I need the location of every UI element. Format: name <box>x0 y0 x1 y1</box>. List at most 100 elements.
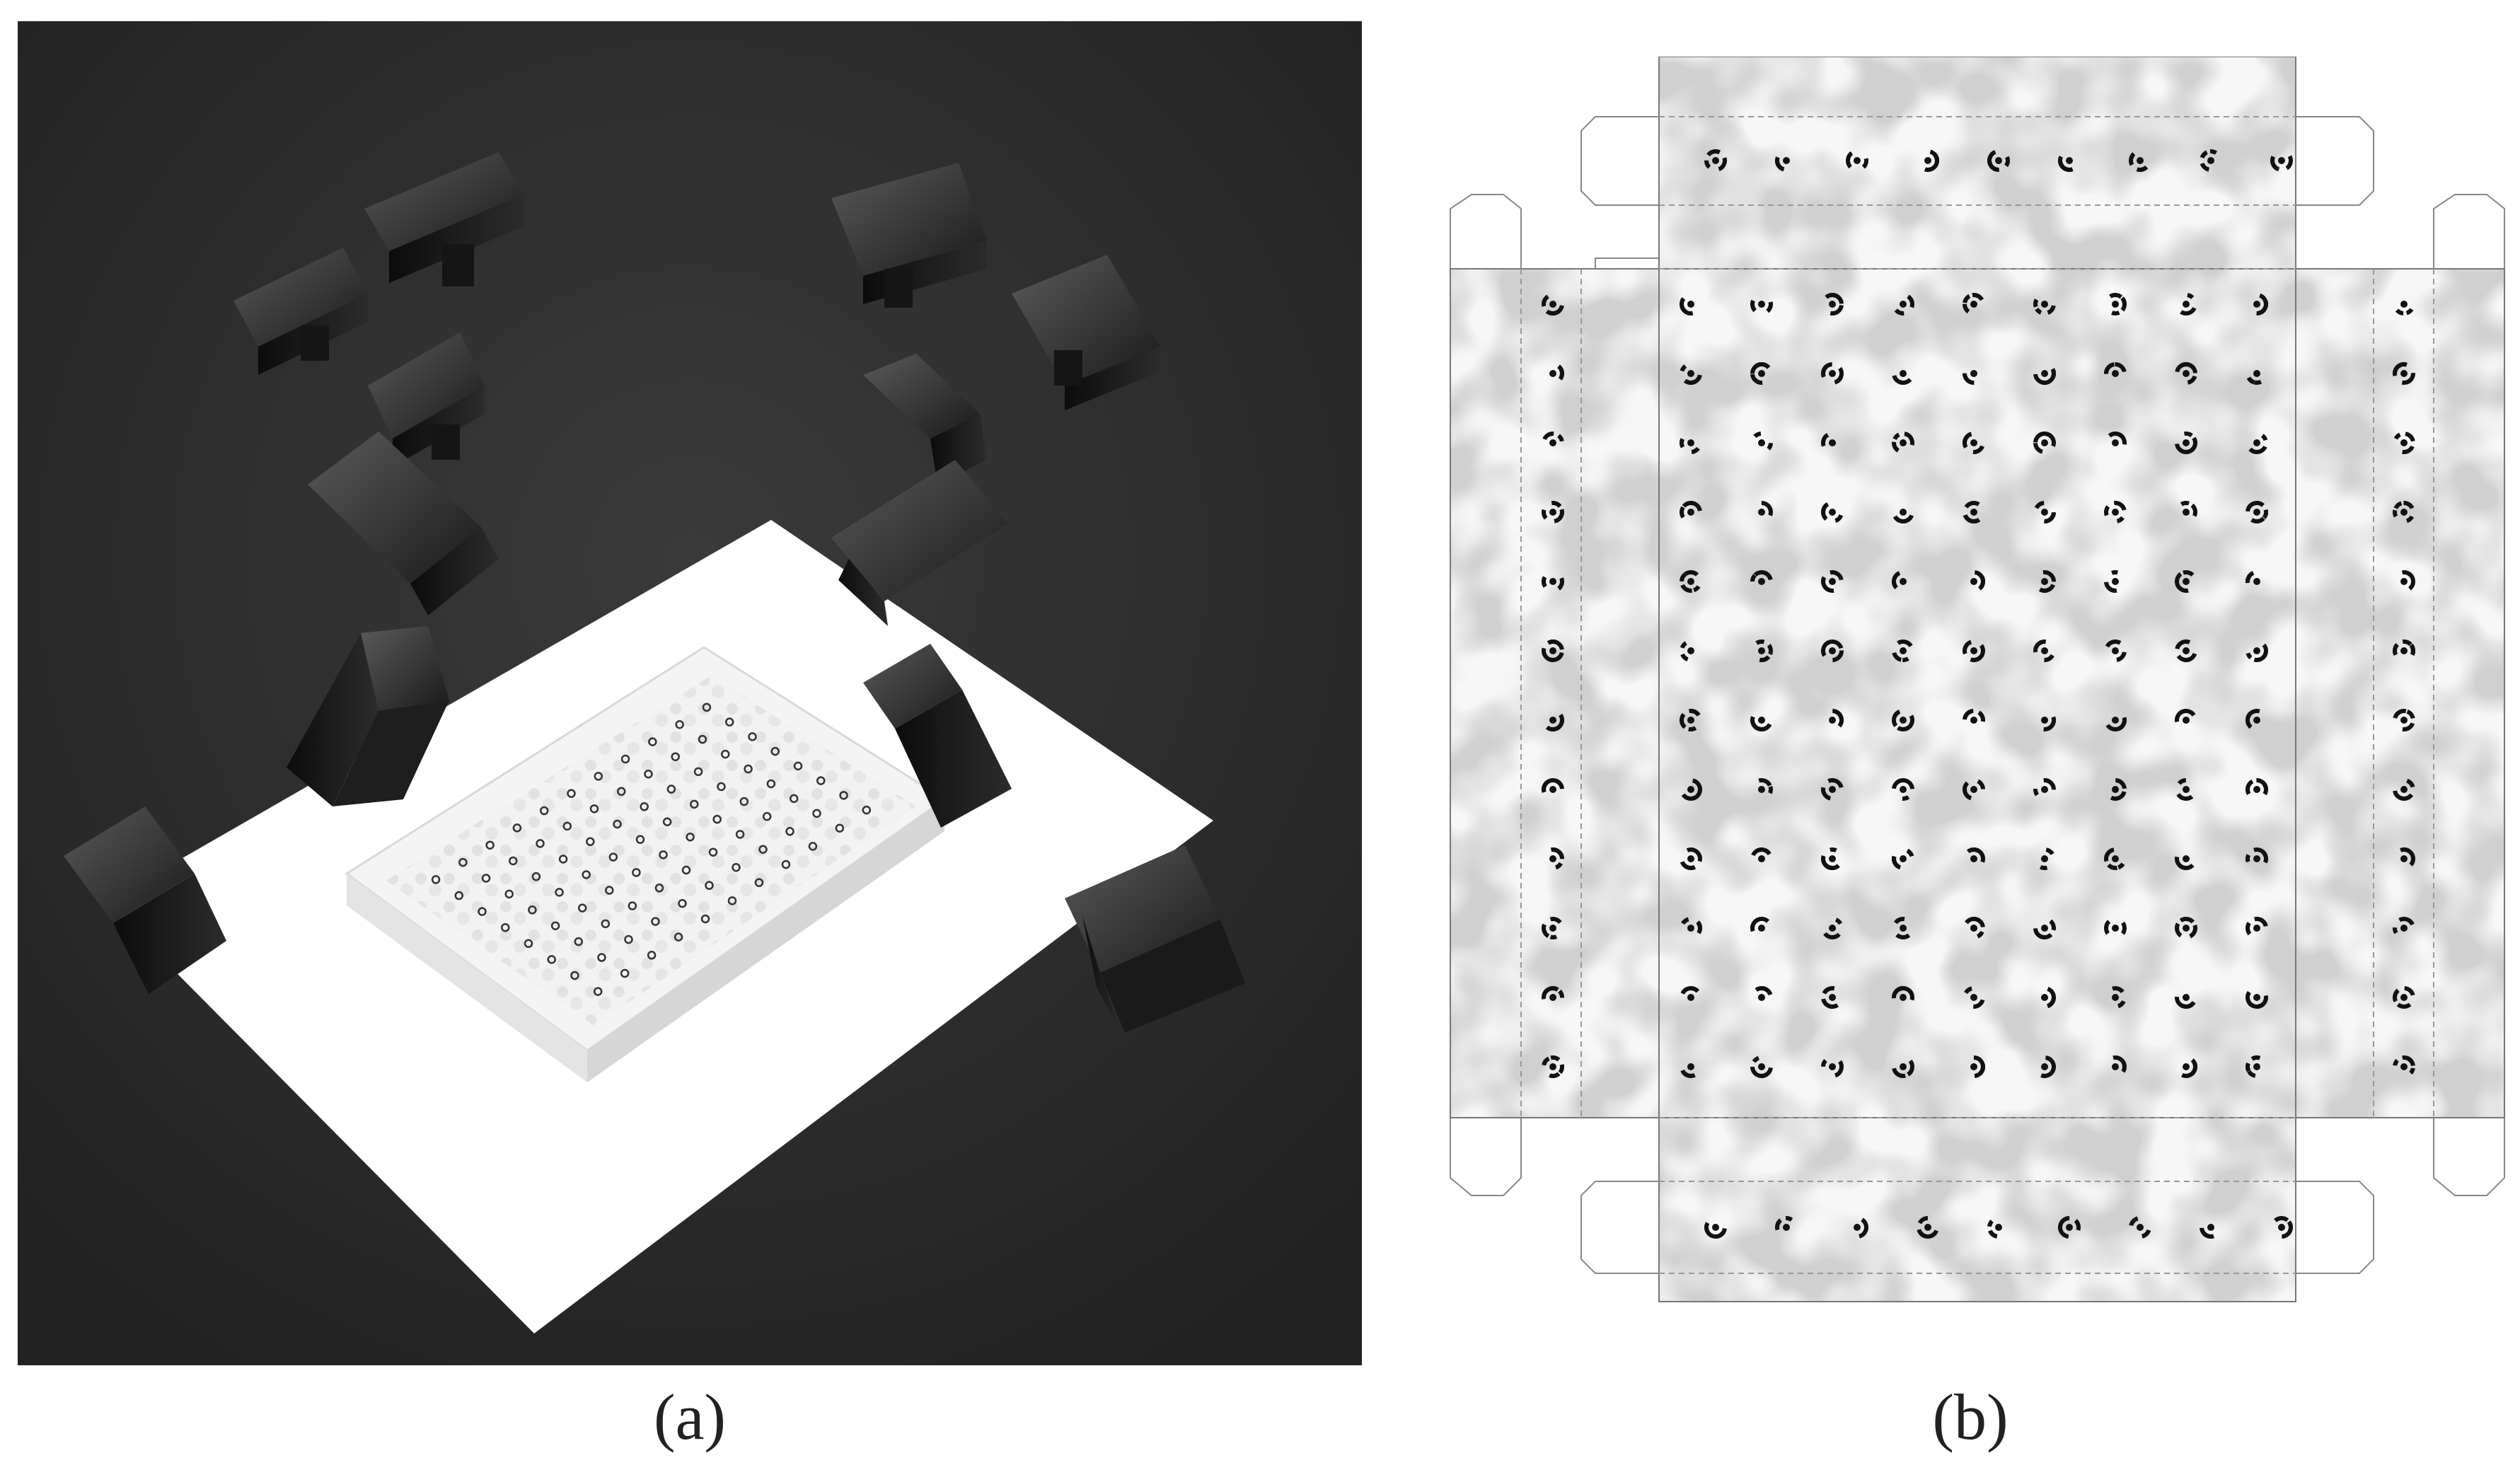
box-marker <box>594 772 603 781</box>
coded-marker <box>2274 1216 2293 1239</box>
coded-marker <box>1917 1216 1938 1239</box>
coded-marker <box>2393 1055 2415 1075</box>
camera-2 <box>233 248 368 375</box>
coded-marker <box>2038 570 2056 593</box>
box-marker <box>574 937 584 946</box>
coded-marker <box>1963 432 1984 454</box>
coded-marker <box>1753 432 1773 451</box>
coded-marker <box>2248 434 2268 454</box>
coded-marker <box>1775 1216 1793 1231</box>
coded-marker <box>1758 778 1773 794</box>
net-texture <box>1450 57 2504 1302</box>
box-marker <box>698 734 707 744</box>
coded-marker <box>2175 570 2195 593</box>
box-marker <box>628 901 637 910</box>
box-marker <box>862 805 872 815</box>
box-marker <box>808 842 818 851</box>
coded-marker <box>2400 847 2415 867</box>
coded-marker <box>1821 502 1844 523</box>
coded-marker <box>1966 847 1985 863</box>
coded-marker <box>2246 778 2268 796</box>
coded-marker <box>2112 986 2126 1009</box>
coded-marker <box>1750 917 1770 932</box>
box-marker <box>671 752 680 761</box>
box-marker <box>721 749 730 759</box>
box-marker <box>793 761 803 771</box>
panel-a-render <box>18 21 1362 1365</box>
box-marker <box>550 921 560 930</box>
coded-marker <box>1680 501 1702 519</box>
coded-marker <box>1750 570 1773 585</box>
box-marker <box>675 720 684 729</box>
coded-marker <box>1970 1055 1985 1078</box>
box-marker <box>501 922 510 932</box>
box-marker <box>766 779 776 789</box>
coded-marker <box>2105 639 2127 662</box>
coded-marker <box>1542 917 1562 939</box>
coded-marker <box>2180 501 2197 517</box>
coded-marker <box>2058 1215 2081 1239</box>
coded-marker <box>2104 570 2119 593</box>
coded-marker <box>2175 709 2196 724</box>
coded-marker <box>1680 986 1700 1001</box>
coded-marker <box>2246 917 2268 936</box>
box-marker <box>536 839 545 848</box>
box-marker <box>674 932 683 942</box>
camera-11 <box>64 806 226 994</box>
box-marker <box>620 754 630 764</box>
camera-6 <box>1012 255 1160 410</box>
coded-marker <box>1825 293 1844 315</box>
box-marker <box>666 785 676 794</box>
box-marker <box>690 799 699 809</box>
box-marker <box>509 856 518 866</box>
box-marker <box>686 832 695 842</box>
coded-marker <box>2393 639 2415 656</box>
box-marker <box>586 837 595 846</box>
coded-marker <box>1892 432 1914 453</box>
box-marker <box>512 823 522 833</box>
box-marker <box>724 717 734 726</box>
camera-12 <box>1065 845 1245 1033</box>
coded-marker <box>2175 432 2197 454</box>
coded-marker <box>1704 1222 1727 1239</box>
coded-marker <box>2104 362 2127 377</box>
box-marker <box>635 835 645 844</box>
camera-4 <box>308 432 499 615</box>
box-marker <box>770 746 780 756</box>
coded-marker <box>2104 501 2127 523</box>
box-marker <box>717 782 726 792</box>
coded-marker <box>1893 917 1911 939</box>
coded-marker <box>2176 778 2194 801</box>
coded-marker <box>2033 639 2054 662</box>
box-marker <box>601 919 611 929</box>
coded-marker <box>1680 847 1702 870</box>
coded-marker <box>1680 570 1701 593</box>
coded-marker <box>1750 1055 1773 1078</box>
coded-marker <box>2246 571 2260 585</box>
box-marker <box>644 770 653 779</box>
box-marker <box>739 797 749 806</box>
coded-marker <box>1963 639 1985 662</box>
coded-marker <box>1542 501 1564 523</box>
coded-marker <box>2393 709 2415 731</box>
net-marker-grid <box>1542 149 2415 1239</box>
fold-tabs <box>1450 116 2505 1274</box>
box-marker <box>504 889 514 899</box>
coded-marker <box>1542 639 1564 662</box>
box-marker <box>582 870 591 879</box>
camera-9 <box>287 626 449 806</box>
coded-marker <box>1892 710 1914 731</box>
box-marker <box>485 840 495 850</box>
box-marker <box>781 859 791 869</box>
coded-marker <box>2246 709 2260 729</box>
coded-marker <box>2175 639 2197 662</box>
box-marker <box>708 847 718 857</box>
calibration-box-floor <box>386 676 916 1026</box>
coded-marker <box>1963 370 1977 385</box>
coded-marker <box>1542 1055 1564 1078</box>
coded-marker <box>2175 855 2195 870</box>
coded-marker <box>1892 571 1907 590</box>
coded-marker <box>2109 293 2127 315</box>
coded-marker <box>2393 986 2415 1009</box>
coded-marker <box>2246 643 2268 662</box>
